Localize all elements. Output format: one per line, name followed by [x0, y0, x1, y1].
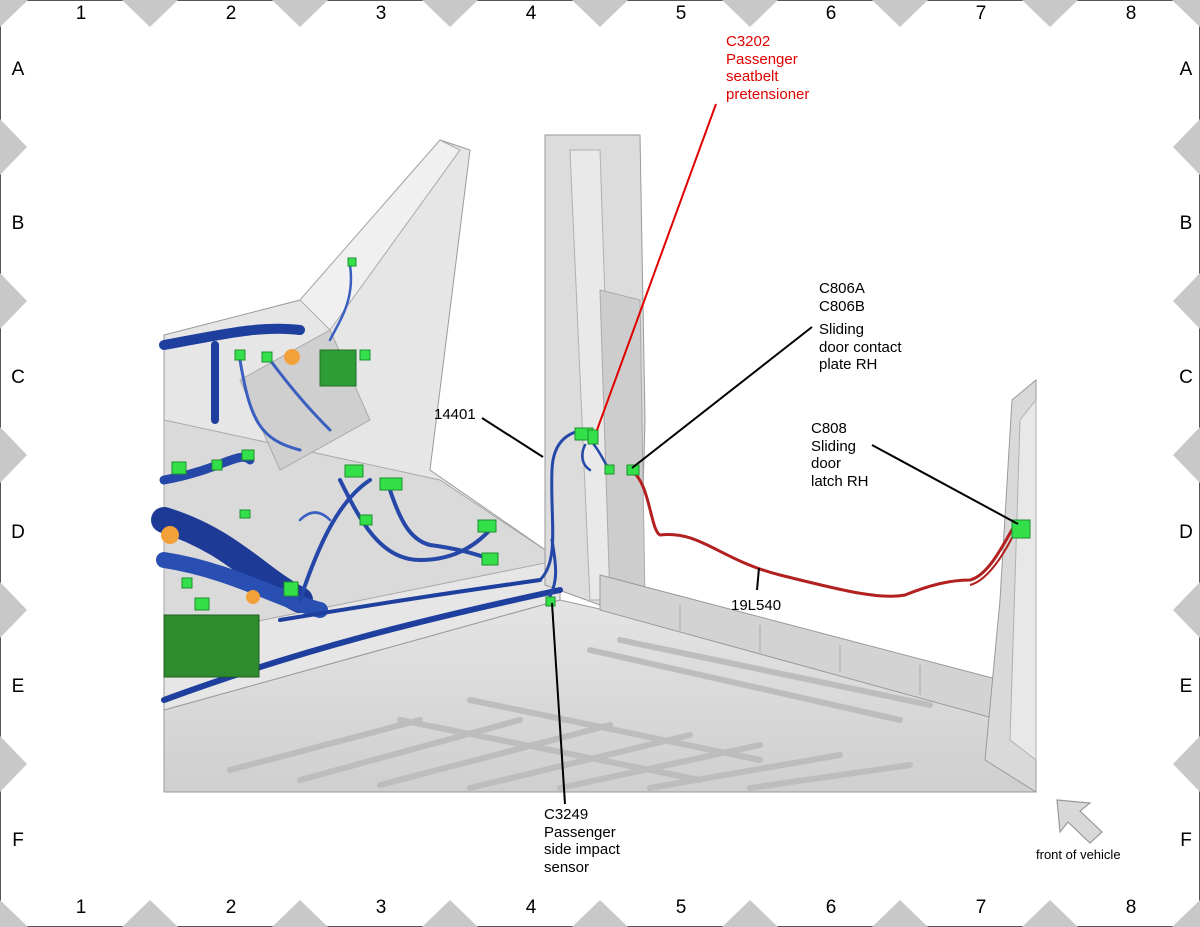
leader-lines: [481, 103, 1019, 805]
border-marker-left-4: [0, 736, 27, 792]
grid-row-left-C: C: [11, 367, 25, 388]
grid-col-bottom-7: 7: [975, 897, 987, 918]
module-block-upper: [319, 349, 357, 387]
border-marker-top-0: [0, 0, 28, 27]
callout-c3249-line2: side impact: [544, 841, 620, 858]
callout-c3202-line2: seatbelt: [726, 68, 779, 85]
grid-col-bottom-4: 4: [525, 897, 537, 918]
border-marker-left-2: [0, 427, 27, 483]
harness-label-19l540: 19L540: [731, 597, 782, 614]
border-marker-bottom-2: [272, 900, 328, 927]
grid-col-bottom-2: 2: [225, 897, 237, 918]
callout-c808-id: C808: [811, 420, 847, 437]
connector-orange-3: [246, 590, 260, 604]
border-marker-bottom-4: [572, 900, 628, 927]
callout-c3249: C3249 Passenger side impact sensor: [544, 806, 620, 876]
border-marker-right-2: [1173, 427, 1200, 483]
border-marker-top-7: [1022, 0, 1078, 27]
grid-row-right-D: D: [1179, 522, 1193, 543]
callout-c3202: C3202 Passenger seatbelt pretensioner: [726, 33, 809, 103]
border-marker-top-1: [122, 0, 178, 27]
callout-c806-id-b: C806B: [819, 297, 865, 315]
connectors: [171, 257, 1031, 611]
grid-row-right-A: A: [1179, 59, 1193, 80]
border-marker-top-6: [872, 0, 928, 27]
grid-col-bottom-5: 5: [675, 897, 687, 918]
harness-label-14401: 14401: [434, 406, 476, 423]
border-marker-top-3: [422, 0, 478, 27]
callout-c3249-line3: sensor: [544, 858, 590, 876]
leader-19l540: [756, 567, 760, 591]
border-marker-top-2: [272, 0, 328, 27]
border-marker-bottom-1: [122, 900, 178, 927]
callout-c808: C808 Sliding door latch RH: [811, 420, 869, 490]
leader-14401: [481, 417, 544, 458]
front-of-vehicle-label: front of vehicle: [1036, 847, 1121, 862]
border-marker-bottom-8: [1172, 900, 1200, 927]
leader-c808: [871, 444, 1019, 525]
border-marker-top-4: [572, 0, 628, 27]
grid-col-bottom-8: 8: [1125, 897, 1137, 918]
connector-orange-2: [161, 526, 179, 544]
grid-col-top-6: 6: [825, 3, 837, 24]
grid-col-top-2: 2: [225, 3, 237, 24]
callout-c3202-id: C3202: [726, 33, 771, 50]
grid-col-bottom-6: 6: [825, 897, 837, 918]
callout-c3202-line3: pretensioner: [726, 85, 810, 103]
module-block: [163, 614, 260, 678]
grid-col-top-8: 8: [1125, 3, 1137, 24]
grid-row-right-F: F: [1180, 830, 1192, 851]
leader-c3249: [551, 602, 566, 805]
grid-row-right-B: B: [1179, 213, 1193, 234]
leader-c3202: [596, 103, 717, 431]
grid-col-top-5: 5: [675, 3, 687, 24]
connector-orange: [284, 349, 300, 365]
grid-col-bottom-3: 3: [375, 897, 387, 918]
grid-col-top-3: 3: [375, 3, 387, 24]
grid-row-left-F: F: [12, 830, 24, 851]
border-marker-right-1: [1173, 273, 1200, 329]
grid-row-left-B: B: [11, 213, 25, 234]
border-marker-bottom-6: [872, 900, 928, 927]
border-marker-right-4: [1173, 736, 1200, 792]
grid-row-right-E: E: [1179, 676, 1193, 697]
callout-c808-line3: latch RH: [811, 472, 869, 490]
callout-c808-line1: Sliding: [811, 437, 857, 455]
callout-c808-line2: door: [811, 455, 842, 472]
grid-col-top-7: 7: [975, 3, 987, 24]
callout-c806-id-a: C806A: [819, 280, 865, 297]
callout-c806: C806A C806B Sliding door contact plate R…: [819, 280, 902, 374]
grid-row-left-A: A: [11, 59, 25, 80]
callout-c806-line3: plate RH: [819, 356, 878, 373]
border-marker-left-0: [0, 119, 27, 175]
callout-c3202-line1: Passenger: [726, 50, 798, 68]
callout-c3249-id: C3249: [544, 806, 589, 823]
border-marker-right-3: [1173, 582, 1200, 638]
border-marker-left-1: [0, 273, 27, 329]
border-marker-right-0: [1173, 119, 1200, 175]
grid-row-left-D: D: [11, 522, 25, 543]
callout-c3249-line1: Passenger: [544, 823, 616, 841]
border-marker-bottom-0: [0, 900, 28, 927]
border-marker-bottom-3: [422, 900, 478, 927]
grid-col-bottom-1: 1: [75, 897, 87, 918]
border-marker-top-5: [722, 0, 778, 27]
leader-c806: [631, 326, 813, 469]
arrow-up-left-icon: [1056, 799, 1103, 844]
border-marker-bottom-5: [722, 900, 778, 927]
grid-col-top-4: 4: [525, 3, 537, 24]
border-marker-top-8: [1172, 0, 1200, 27]
border-marker-left-3: [0, 582, 27, 638]
callout-c806-line2: door contact: [819, 338, 902, 356]
harness-19l540-red: [629, 468, 1017, 598]
callout-c806-line1: Sliding: [819, 321, 865, 338]
border-marker-bottom-7: [1022, 900, 1078, 927]
grid-col-top-1: 1: [75, 3, 87, 24]
grid-row-left-E: E: [11, 676, 25, 697]
grid-row-right-C: C: [1179, 367, 1193, 388]
